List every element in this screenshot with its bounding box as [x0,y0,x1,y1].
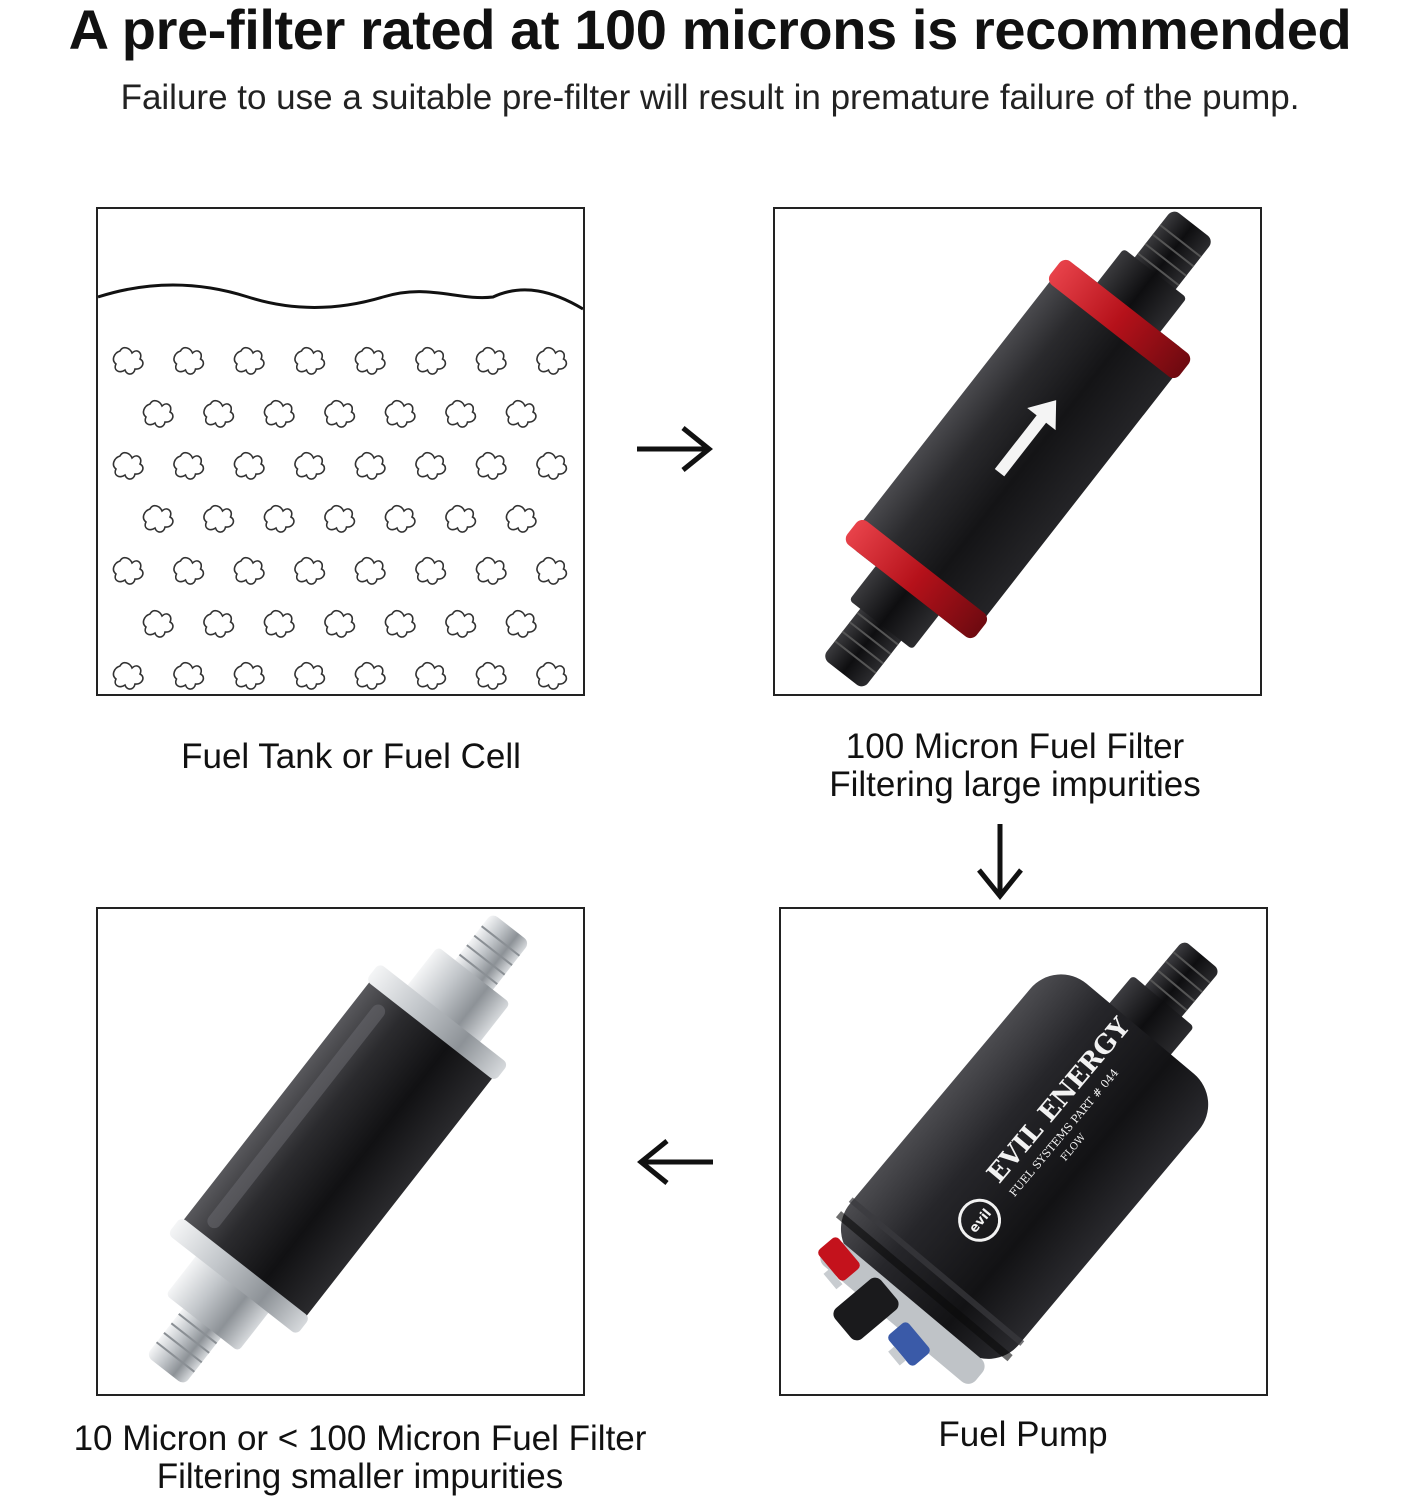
impurity-particle [354,346,386,375]
impurity-particle [354,451,386,480]
caption-line: Filtering smaller impurities [156,1457,564,1496]
fuel-pump-panel: EVIL ENERGY FUEL SYSTEMS PART # 044 FLOW… [779,907,1268,1396]
impurity-particle [203,399,235,428]
impurity-particle [263,399,295,428]
pump-outlet-hex [1104,977,1193,1061]
impurity-particle [173,661,205,690]
caption-line: Fuel Tank or Fuel Cell [181,737,521,776]
inlet-hex-100 [850,563,941,648]
impurity-particle [475,346,507,375]
impurity-particle [203,609,235,638]
impurity-particle [294,661,326,690]
impurity-particle [415,661,447,690]
impurity-particle [173,556,205,585]
caption-line: 100 Micron Fuel Filter [845,727,1185,766]
red-ring-top [1048,259,1191,379]
outlet-thread-10 [454,915,528,992]
caption-line: Fuel Pump [938,1415,1108,1454]
impurity-particle [294,451,326,480]
impurity-particle [112,661,144,690]
red-black-filter-image [825,211,1211,687]
impurity-particle [445,504,477,533]
silver-black-filter-image [148,915,528,1383]
impurity-particle [203,504,235,533]
impurity-particle [324,504,356,533]
caption-line: 10 Micron or < 100 Micron Fuel Filter [73,1419,647,1458]
100-micron-filter-panel [773,207,1262,696]
impurity-particle [445,609,477,638]
pump-terminals [818,1237,930,1366]
impurity-particle [112,451,144,480]
outlet-hex-10 [405,948,509,1046]
impurity-particle [233,451,265,480]
inlet-thread-10 [148,1306,222,1383]
impurity-particle [475,451,507,480]
impurity-particle [142,609,174,638]
caption-100-micron-filter: 100 Micron Fuel Filter Filtering large i… [760,728,1270,804]
arrow-down-icon [977,824,1023,900]
impurities-group [112,346,568,690]
impurity-particle [142,399,174,428]
pump-outlet-thread [1144,942,1218,1019]
impurity-particle [536,346,568,375]
fuel-pump-image: EVIL ENERGY FUEL SYSTEMS PART # 044 FLOW… [818,942,1218,1384]
caption-fuel-pump: Fuel Pump [768,1416,1278,1454]
pump-body [840,974,1209,1359]
pump-end-cap [820,1240,985,1384]
caption-line: Filtering large impurities [829,765,1201,804]
10-micron-filter-panel [96,907,585,1396]
impurity-particle [112,346,144,375]
impurity-particle [112,556,144,585]
silver-ring-top [368,965,507,1079]
caption-10-micron-filter: 10 Micron or < 100 Micron Fuel Filter Fi… [30,1420,690,1496]
impurity-particle [536,451,568,480]
impurity-particle [384,609,416,638]
fuel-tank-panel [96,207,585,696]
silver-ring-bottom [169,1219,308,1333]
caption-fuel-tank: Fuel Tank or Fuel Cell [96,738,606,776]
impurity-particle [475,661,507,690]
impurity-particle [536,556,568,585]
impurity-particle [354,556,386,585]
impurity-particle [384,504,416,533]
arrow-left-icon [637,1139,713,1185]
impurity-particle [536,661,568,690]
impurity-particle [324,399,356,428]
fuel-tank-illustration [98,283,583,690]
impurity-particle [445,399,477,428]
outlet-hex-100 [1095,250,1186,335]
impurity-particle [415,346,447,375]
impurity-particle [233,661,265,690]
impurity-particle [294,556,326,585]
fuel-surface-line [98,283,583,311]
red-ring-bottom [845,519,988,639]
impurity-particle [354,661,386,690]
impurity-particle [233,556,265,585]
headline: A pre-filter rated at 100 microns is rec… [68,0,1352,61]
impurity-particle [415,451,447,480]
impurity-particle [233,346,265,375]
impurity-particle [263,504,295,533]
subheadline: Failure to use a suitable pre-filter wil… [120,78,1300,117]
impurity-particle [505,504,537,533]
impurity-particle [475,556,507,585]
arrow-right-icon [637,426,713,472]
impurity-particle [505,609,537,638]
impurity-particle [173,451,205,480]
flow-arrow-icon [994,400,1057,477]
inlet-hex-10 [167,1252,271,1350]
impurity-particle [324,609,356,638]
filter-body-10 [176,971,500,1327]
impurity-particle [263,609,295,638]
impurity-particle [505,399,537,428]
impurity-particle [294,346,326,375]
impurity-particle [142,504,174,533]
impurity-particle [415,556,447,585]
impurity-particle [384,399,416,428]
impurity-particle [173,346,205,375]
